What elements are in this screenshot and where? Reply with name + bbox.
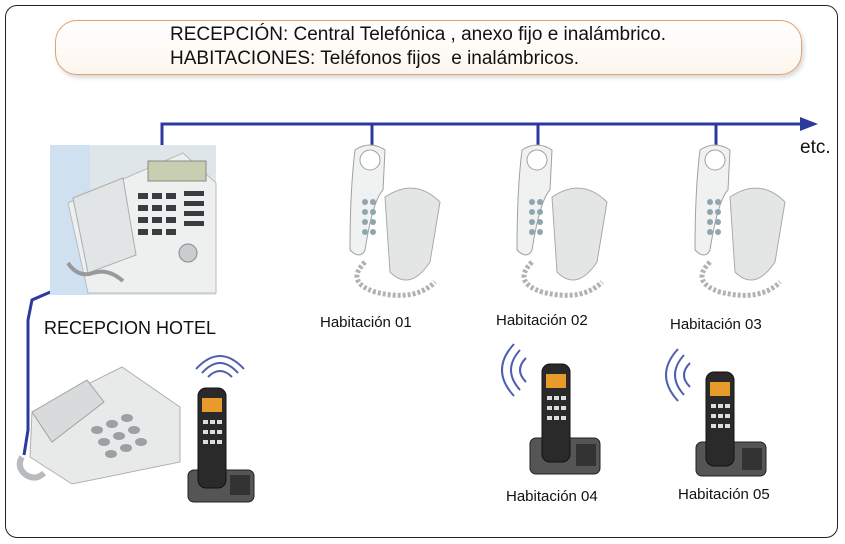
room-02-label: Habitación 02 bbox=[496, 312, 588, 329]
wireless-signal-icon bbox=[501, 343, 527, 397]
wireless-signal-icon bbox=[195, 355, 245, 378]
banner-line-rooms: HABITACIONES: Teléfonos fijos e inalámbr… bbox=[170, 48, 580, 69]
cordless-phone-icon bbox=[187, 387, 255, 503]
title-banner: RECEPCIÓN: Central Telefónica , anexo fi… bbox=[55, 20, 802, 75]
pbx-desk-phone-icon bbox=[50, 145, 217, 295]
cordless-phone-icon bbox=[695, 371, 767, 477]
arrow-right-icon bbox=[800, 117, 818, 131]
wireless-signal-icon bbox=[665, 348, 691, 402]
reception-label: RECEPCION HOTEL bbox=[44, 318, 217, 338]
room-03-label: Habitación 03 bbox=[670, 316, 762, 333]
wired-desk-phone-icon bbox=[16, 366, 181, 485]
diagram-frame bbox=[5, 5, 838, 538]
etc-label: etc. bbox=[800, 137, 831, 158]
room-04-label: Habitación 04 bbox=[506, 488, 598, 505]
room-01-label: Habitación 01 bbox=[320, 314, 412, 331]
banner-line-reception: RECEPCIÓN: Central Telefónica , anexo fi… bbox=[170, 24, 666, 45]
wall-phone-icon bbox=[694, 144, 786, 298]
room-05-label: Habitación 05 bbox=[678, 486, 770, 503]
main-bus-line bbox=[160, 122, 800, 150]
wall-phone-icon bbox=[349, 144, 441, 298]
wall-phone-icon bbox=[516, 144, 608, 298]
extension-line bbox=[22, 288, 56, 456]
cordless-phone-icon bbox=[529, 363, 601, 475]
